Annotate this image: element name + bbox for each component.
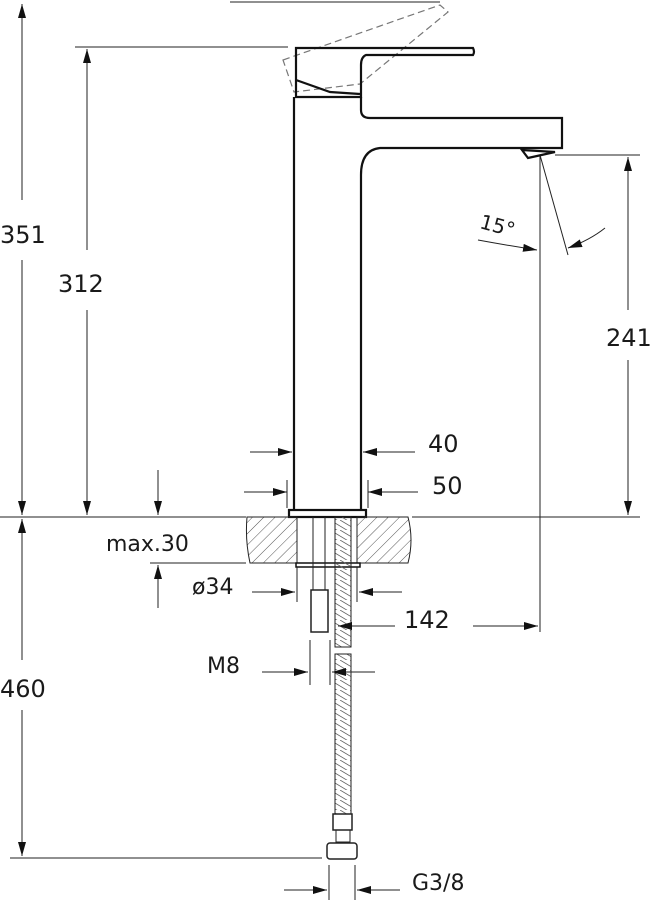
dim-spout-reach: 142 [404,606,450,634]
dim-body-width: 40 [428,430,459,458]
dim-rod-thread: M8 [207,654,240,679]
faucet-body [287,46,564,519]
dim-max-thickness: max.30 [106,532,189,557]
dim-total-height: 351 [0,221,46,249]
dim-hose-length: 460 [0,675,46,703]
dim-lever-height: 312 [58,270,104,298]
dimension-lines [18,4,632,900]
countertop-section [245,516,412,633]
dim-hole-diameter: ø34 [192,575,233,600]
dim-hose-connection: G3/8 [412,871,464,896]
dim-base-width: 50 [432,472,463,500]
extension-lines [0,1,640,859]
dim-lever-angle: 15° [477,210,517,242]
supply-hose [326,516,358,860]
dim-spout-height: 241 [606,324,652,352]
